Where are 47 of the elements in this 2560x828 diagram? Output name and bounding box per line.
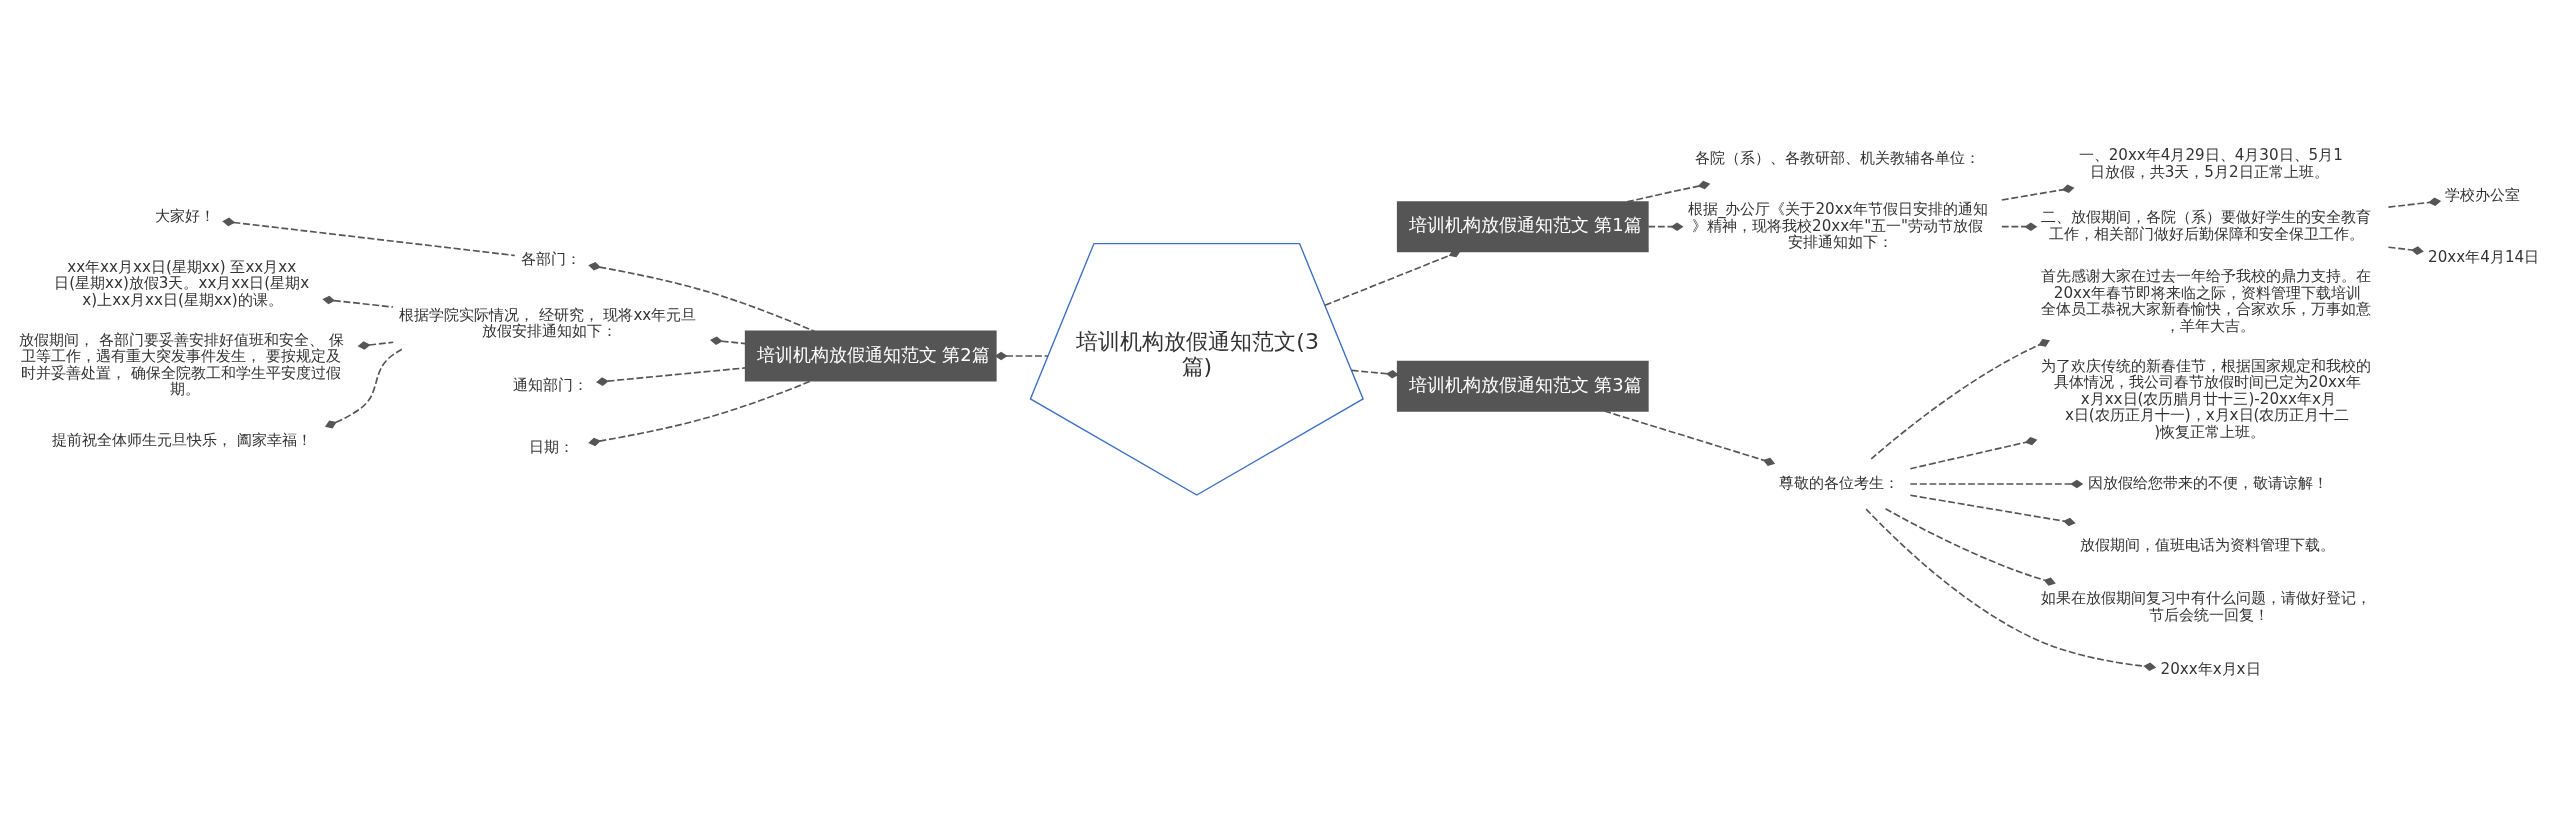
connector: [222, 217, 516, 256]
node-text: 首先感谢大家在过去一年给予我校的鼎力支持。在20xx年春节即将来临之际，资料管理下载培训全体员工恭祝大家新春愉快，合家欢乐，万事如意，羊年大吉。: [2041, 266, 2372, 335]
node-text: 20xx年x月x日: [2160, 659, 2261, 678]
connector: [1909, 436, 2038, 469]
connector: [1603, 409, 1776, 466]
connector: [2387, 245, 2424, 255]
connector: [2387, 197, 2442, 208]
node-text: 日期：: [528, 437, 574, 456]
node-text: 学校办公室: [2445, 185, 2521, 204]
node-text: 因放假给您带来的不便，敬请谅解！: [2087, 473, 2328, 492]
node-text: 根据学院实际情况， 经研究， 现将xx年元旦放假安排通知如下：: [398, 305, 697, 340]
connector: [588, 379, 813, 446]
node-text: 放假期间， 各部门要妥善安排好值班和安全、 保卫等工作，遇有重大突发事件发生， 要按规定及时并妥善处置， 确保全院教工和学生平安度过假期。: [19, 330, 344, 398]
node-text: 一、20xx年4月29日、4月30日、5月1日放假，共3天，5月2日正常上班。: [2078, 145, 2343, 181]
node-text: 根据_办公厅《关于20xx年节假日安排的通知》精神，现将我校20xx年"五一"劳动节放假安排通知如下：: [1687, 199, 1988, 251]
node-text: 各院（系）、各教研部、机关教辅各单位：: [1694, 148, 1980, 167]
connector: [2001, 184, 2075, 201]
connector: [1870, 338, 2050, 460]
connector: [994, 351, 1049, 360]
connector: [588, 261, 815, 332]
connector: [1909, 479, 2084, 488]
connector: [324, 348, 403, 428]
connector: [1626, 180, 1711, 203]
connector: [710, 335, 747, 345]
node-box: 培训机构放假通知范文 第1篇: [1396, 200, 1649, 252]
node-text: 通知部门：: [513, 375, 588, 394]
connector: [596, 366, 747, 386]
connector: [1647, 221, 1684, 231]
connector: [1909, 493, 2076, 526]
connector: [2001, 221, 2038, 231]
node-text: 大家好！: [154, 206, 215, 225]
node-text: 放假期间，值班电话为资料管理下载。: [2080, 535, 2336, 554]
connector: [1884, 507, 2056, 586]
node-box: 培训机构放假通知范文 第2篇: [744, 330, 997, 381]
node-text: 为了欢庆传统的新春佳节，根据国家规定和我校的具体情况，我公司春节放假时间已定为20xx年x月xx日(农历腊月廿十三)-20xx年x月x日(农历正月十一)，x月x日(农历正月十二)恢复正常上班。: [2041, 356, 2372, 441]
node-box: 培训机构放假通知范文 第3篇: [1396, 360, 1649, 412]
node-text: xx年xx月xx日(星期xx) 至xx月xx日(星期xx)放假3天。xx月xx日(星期xx)上xx月xx日(星期xx)的课。: [54, 257, 310, 309]
node-text: 二、放假期间，各院（系）要做好学生的安全教育工作，相关部门做好后勤保障和安全保卫工作。: [2041, 207, 2372, 243]
node-text: 提前祝全体师生元旦快乐， 阖家幸福！: [52, 430, 312, 449]
connector: [322, 295, 394, 308]
node-text: 20xx年4月14日: [2428, 247, 2540, 266]
node-text: 各部门：: [520, 249, 581, 268]
node-text: 尊敬的各位考生：: [1779, 473, 1900, 492]
connector: [1350, 369, 1399, 378]
node-text: 如果在放假期间复习中有什么问题，请做好登记，节后会统一回复！: [2041, 588, 2372, 624]
connector: [357, 340, 395, 350]
connector: [1865, 507, 2157, 671]
